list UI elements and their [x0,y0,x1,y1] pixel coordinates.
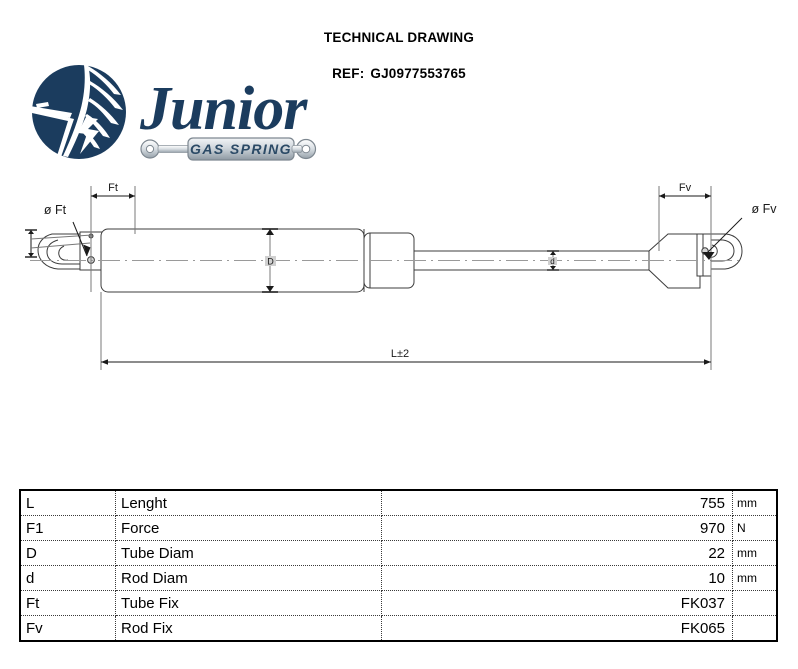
cell-description: Tube Fix [115,590,382,616]
dimension-tube-fix-diam: ø Ft [25,203,93,258]
table-row: L Lenght 755 mm [20,490,777,516]
reference-line: REF: GJ0977553765 [0,66,798,81]
winged-emblem-icon [30,65,126,159]
table-row: Fv Rod Fix FK065 [20,615,778,642]
dimension-tube-fix: Ft [90,182,136,292]
gas-spring-graphic-icon: GAS SPRING [140,137,317,161]
cell-unit: mm [732,490,777,516]
cell-value: 22 [381,540,733,566]
cell-symbol: F1 [20,515,116,541]
reference-label: REF: [332,66,365,81]
cell-description: Rod Diam [115,565,382,591]
cell-symbol: D [20,540,116,566]
gas-spring-drawing-svg: D d Ft [25,182,778,370]
cell-unit: mm [732,565,777,591]
dimension-rod-diam-label: d [550,257,554,266]
cell-value: 10 [381,565,733,591]
cell-description: Lenght [115,490,382,516]
brand-wordmark: Junior [139,75,308,143]
dimension-rod-fix-diam-label: ø Fv [752,202,778,216]
brand-logo: Junior [22,57,322,169]
dimension-tube-fix-label: Ft [108,182,118,194]
cell-value: FK065 [381,615,733,641]
dimension-rod-diam: d [547,250,559,271]
dimension-overall-length-label: L±2 [391,348,409,360]
cell-value: 755 [381,490,733,516]
brand-logo-svg: Junior [30,65,317,161]
table-row: D Tube Diam 22 mm [20,540,777,566]
dimension-tube-fix-diam-label: ø Ft [44,203,67,217]
cell-unit: N [732,515,777,541]
cell-value: 970 [381,515,733,541]
cell-unit [733,616,778,642]
dimension-rod-fix-label: Fv [679,182,692,194]
table-row: Ft Tube Fix FK037 [20,590,777,616]
dimension-overall-length: L±2 [100,292,712,370]
cell-description: Tube Diam [115,540,382,566]
table-row: d Rod Diam 10 mm [20,565,777,591]
cell-unit [732,590,777,616]
page-title: TECHNICAL DRAWING [323,30,475,45]
cell-symbol: L [20,490,116,516]
gas-spring-drawing: D d Ft [0,172,798,387]
cell-description: Rod Fix [115,615,382,641]
dimension-tube-diam-label: D [267,257,274,267]
cell-value: FK037 [381,590,733,616]
brand-tagline: GAS SPRING [190,141,292,157]
dimension-tube-diam: D [262,228,278,293]
dimension-rod-fix: Fv [658,182,712,292]
cell-symbol: Fv [20,615,116,641]
cell-description: Force [115,515,382,541]
reference-value: GJ0977553765 [370,66,466,81]
specification-table-body: L Lenght 755 mm F1 Force 970 N D Tube Di… [20,490,777,641]
table-row: F1 Force 970 N [20,515,777,541]
cell-symbol: Ft [20,590,116,616]
specification-table: L Lenght 755 mm F1 Force 970 N D Tube Di… [19,489,778,642]
cell-unit: mm [732,540,777,566]
cell-symbol: d [20,565,116,591]
dimension-rod-fix-diam: ø Fv [702,202,778,260]
